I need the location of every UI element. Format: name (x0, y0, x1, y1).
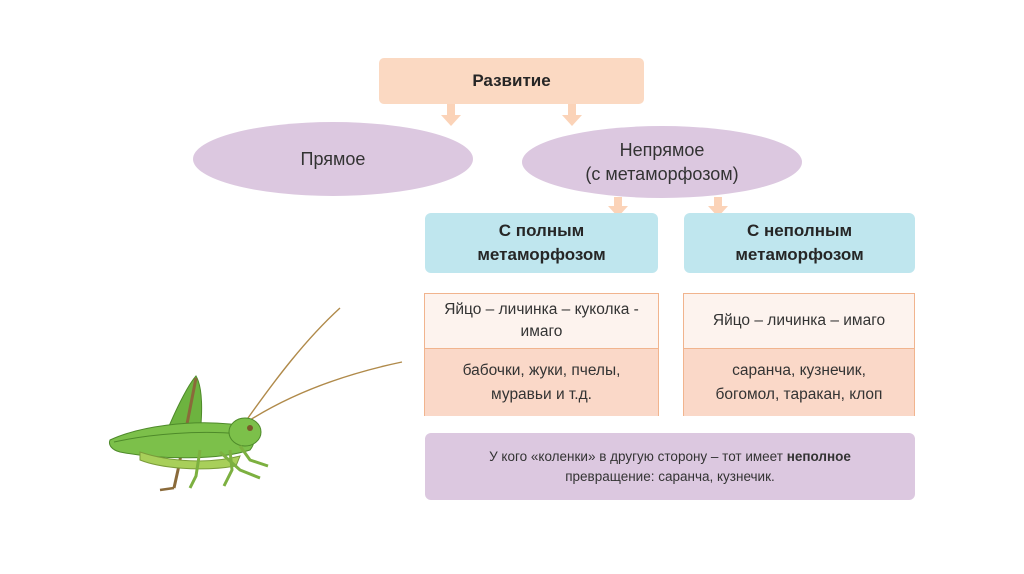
arrow-down-icon (441, 104, 461, 126)
full-metamorphosis-table: Яйцо – личинка – куколка - имаго бабочки… (424, 293, 659, 416)
note-line1: У кого «коленки» в другую сторону – тот … (489, 447, 851, 467)
incomplete-metamorphosis-table: Яйцо – личинка – имаго саранча, кузнечик… (683, 293, 915, 416)
full-examples-line2: муравьи и т.д. (491, 385, 592, 403)
node-indirect-label: Непрямое (619, 140, 705, 160)
note-box: У кого «коленки» в другую сторону – тот … (425, 433, 915, 500)
incomplete-stages-cell: Яйцо – личинка – имаго (684, 294, 914, 349)
root-label: Развитие (472, 71, 551, 90)
full-head-line1: С полным (498, 221, 585, 240)
full-stages-line2: имаго (520, 323, 563, 340)
grasshopper-illustration (109, 307, 403, 492)
node-indirect-sublabel: (с метаморфозом) (585, 164, 739, 184)
note-line2: превращение: саранча, кузнечик. (565, 468, 775, 484)
incomplete-stages-text: Яйцо – личинка – имаго (712, 312, 886, 329)
node-direct-label: Прямое (300, 149, 366, 169)
incomplete-head-line1: С неполным (746, 221, 853, 240)
root-node-development: Развитие (379, 58, 644, 104)
arrow-down-icon (562, 104, 582, 126)
incomplete-examples-cell: саранча, кузнечик, богомол, таракан, кло… (684, 349, 914, 416)
note-bold-text: неполное (786, 448, 851, 464)
incomplete-examples-line1: саранча, кузнечик, (732, 361, 866, 379)
full-examples-line1: бабочки, жуки, пчелы, (462, 361, 621, 379)
incomplete-examples-line2: богомол, таракан, клоп (715, 385, 883, 403)
arrow-down-icon (608, 197, 628, 217)
node-incomplete-metamorphosis: С неполным метаморфозом (684, 213, 915, 273)
full-head-line2: метаморфозом (477, 245, 606, 264)
note-text: У кого «коленки» в другую сторону – тот … (489, 448, 787, 464)
incomplete-head-line2: метаморфозом (735, 245, 864, 264)
full-examples-cell: бабочки, жуки, пчелы, муравьи и т.д. (425, 349, 658, 416)
node-direct-development: Прямое (193, 122, 473, 196)
node-full-metamorphosis: С полным метаморфозом (425, 213, 658, 273)
full-stages-cell: Яйцо – личинка – куколка - имаго (425, 294, 658, 349)
arrow-down-icon (708, 197, 728, 217)
full-stages-line1: Яйцо – личинка – куколка - (444, 301, 639, 318)
node-indirect-development: Непрямое (с метаморфозом) (522, 126, 802, 198)
